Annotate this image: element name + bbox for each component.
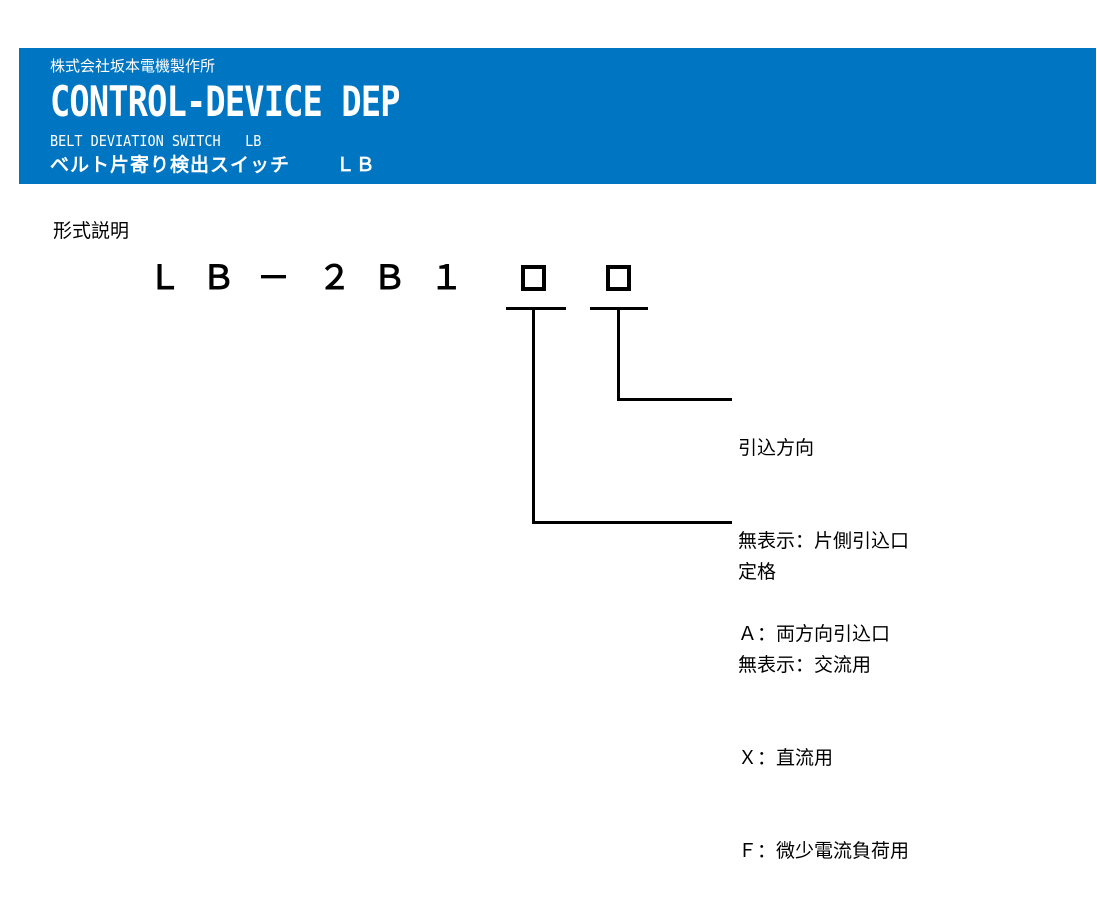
section-heading: 形式説明 (53, 220, 130, 242)
lead-direction-connector-vertical (617, 307, 620, 401)
model-char-dash: － (257, 259, 290, 296)
rating-underline (506, 307, 566, 310)
model-char-2: ２ (318, 259, 351, 296)
lead-direction-options: 引込方向 無表示：片側引込口 Ａ：両方向引込口 (738, 371, 909, 681)
rating-connector-horizontal (532, 521, 732, 524)
rating-title: 定格 (738, 561, 777, 583)
model-char-b: Ｂ (202, 259, 235, 296)
rating-placeholder-box (521, 265, 546, 291)
lead-direction-title: 引込方向 (738, 437, 815, 459)
rating-options: 定格 無表示：交流用 Ｘ：直流用 Ｆ：微少電流負荷用 (738, 495, 909, 898)
rating-connector-vertical (532, 307, 535, 524)
rating-option: 無表示：交流用 (738, 654, 872, 676)
rating-option: Ｘ：直流用 (738, 747, 834, 769)
lead-direction-option: Ａ：両方向引込口 (738, 623, 891, 645)
lead-direction-connector-horizontal (617, 398, 732, 401)
lead-direction-option: 無表示：片側引込口 (738, 530, 910, 552)
model-char-1: １ (430, 259, 463, 296)
model-char-b2: Ｂ (373, 259, 406, 296)
product-name-english: BELT DEVIATION SWITCH LB (50, 132, 262, 150)
page-title: CONTROL-DEVICE DEP (50, 77, 401, 126)
model-char-l: Ｌ (148, 259, 181, 296)
rating-option: Ｆ：微少電流負荷用 (738, 840, 910, 862)
lead-direction-placeholder-box (606, 265, 631, 291)
company-name: 株式会社坂本電機製作所 (50, 57, 216, 75)
header-banner: 株式会社坂本電機製作所 CONTROL-DEVICE DEP BELT DEVI… (19, 48, 1096, 184)
product-name-japanese: ベルト片寄り検出スイッチ ＬＢ (50, 154, 376, 176)
